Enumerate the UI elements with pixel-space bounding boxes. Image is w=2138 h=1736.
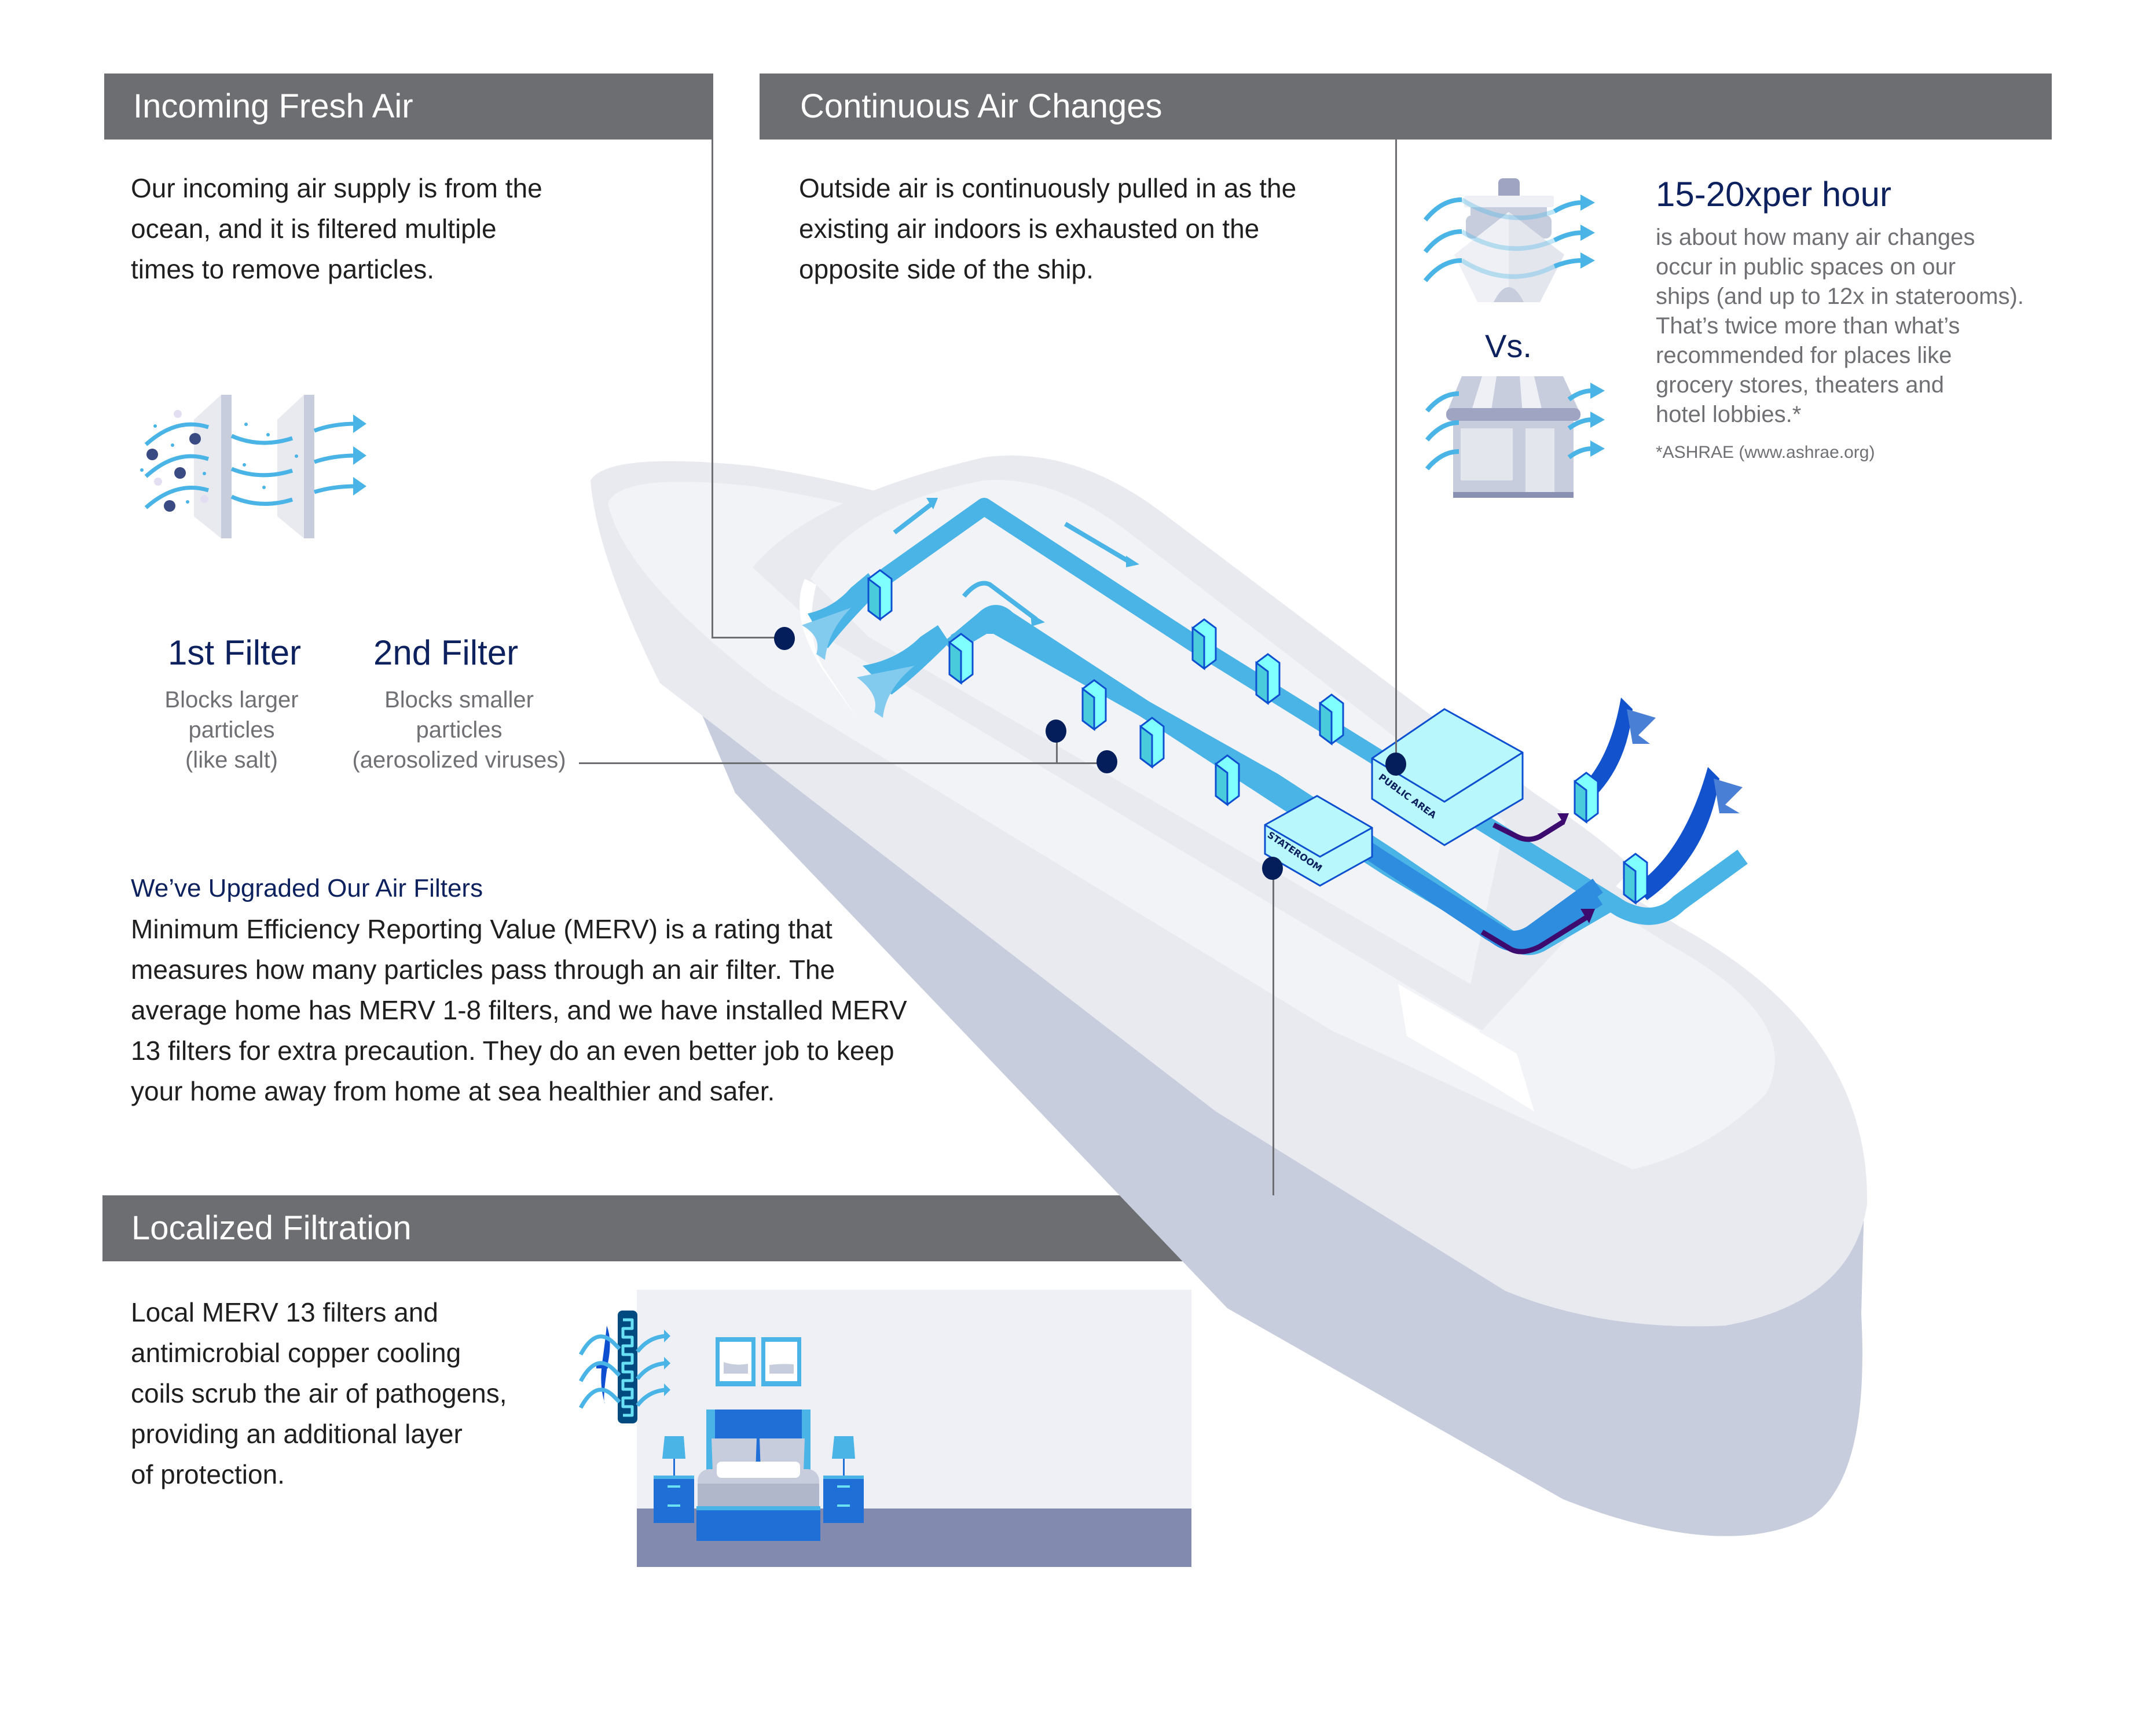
airflow-line [144,422,210,446]
bed-bolster [717,1462,800,1478]
callout-dot-intake [774,627,795,650]
comparison-text: is about how many air changes occur in p… [1656,225,2024,427]
nightstand-right [823,1476,864,1523]
filter-2-description: Blocks smaller particles (aerosolized vi… [352,687,566,773]
continuous-air-changes-text: Outside air is continuously pulled in as… [799,173,1297,284]
filter-unit [867,569,893,621]
vs-label: Vs. [1485,328,1532,364]
air-change-stat: 15-20xper hour [1656,173,1891,216]
localized-filtration-title: Localized Filtration [131,1209,412,1247]
localized-filtration-text: Local MERV 13 filters and antimicrobial … [131,1297,507,1489]
ship-window [1442,1010,1534,1111]
cooling-coil-icon [621,1318,634,1417]
callout-dot-public-area [1385,753,1406,776]
callout-dot-stateroom [1262,857,1283,880]
leader-localized [1272,874,1274,1195]
continuous-air-changes-header: Continuous Air Changes [760,74,2052,140]
arrow-head [353,414,366,433]
filter-2-edge [304,395,314,538]
lamp-left [662,1436,685,1459]
leader-incoming-h [712,637,787,638]
ashrae-footnote: *ASHRAE (www.ashrae.org) [1656,443,1875,462]
filter-unit [1081,679,1107,731]
large-particle [189,433,201,445]
air-change-stat-unit: per hour [1762,175,1891,214]
leader-filters-v [1056,732,1058,764]
exhaust-arrow [1492,820,1565,842]
leader-continuous [1395,140,1397,765]
stateroom-illustration [578,1290,1191,1567]
air-change-stat-value: 15-20x [1656,175,1762,214]
exhaust-plume [1635,767,1719,900]
filter-1-panel [194,395,221,538]
filter-1-label: 1st Filter [168,633,302,672]
public-area-box: PUBLIC AREA [1371,708,1524,846]
filter-unit [1255,653,1281,705]
lamp-right [832,1436,855,1459]
flow-arrow [893,501,934,535]
exhaust-plume [1575,698,1633,805]
bed-footboard [696,1506,820,1541]
duct-upper [869,498,1748,925]
leader-filters-h [579,762,1106,764]
exhaust-arrow [1480,915,1588,955]
continuous-air-changes-title: Continuous Air Changes [800,87,1162,125]
flow-arrow [1064,522,1131,564]
filter-1-description: Blocks larger particles (like salt) [164,687,299,773]
incoming-fresh-air-header: Incoming Fresh Air [104,74,713,140]
filter-unit [948,633,974,685]
storefront-icon [1425,376,1605,498]
filter-2-label: 2nd Filter [373,633,519,672]
upgrade-title: We’ve Upgraded Our Air Filters [131,874,483,902]
filter-unit [1215,754,1240,806]
filter-unit [1319,693,1344,746]
callout-dot-filter-1 [1046,720,1066,743]
filter-unit [1623,853,1648,905]
incoming-fresh-air-text: Our incoming air supply is from the ocea… [131,173,542,284]
filter-1-edge [221,395,232,538]
nightstand-left [654,1476,694,1523]
filter-unit [1574,772,1599,824]
incoming-fresh-air-title: Incoming Fresh Air [133,87,413,125]
two-filter-illustration [140,395,366,538]
localized-filtration-header: Localized Filtration [102,1195,1281,1261]
filter-2-panel [277,395,304,538]
upgrade-text: Minimum Efficiency Reporting Value (MERV… [131,914,907,1106]
leader-incoming [712,140,713,638]
cruise-ship-front-icon [1423,178,1595,302]
filter-unit [1191,618,1217,670]
filter-unit [1139,717,1165,769]
callout-dot-filter-2 [1096,750,1117,773]
flow-arrow [962,581,1038,622]
